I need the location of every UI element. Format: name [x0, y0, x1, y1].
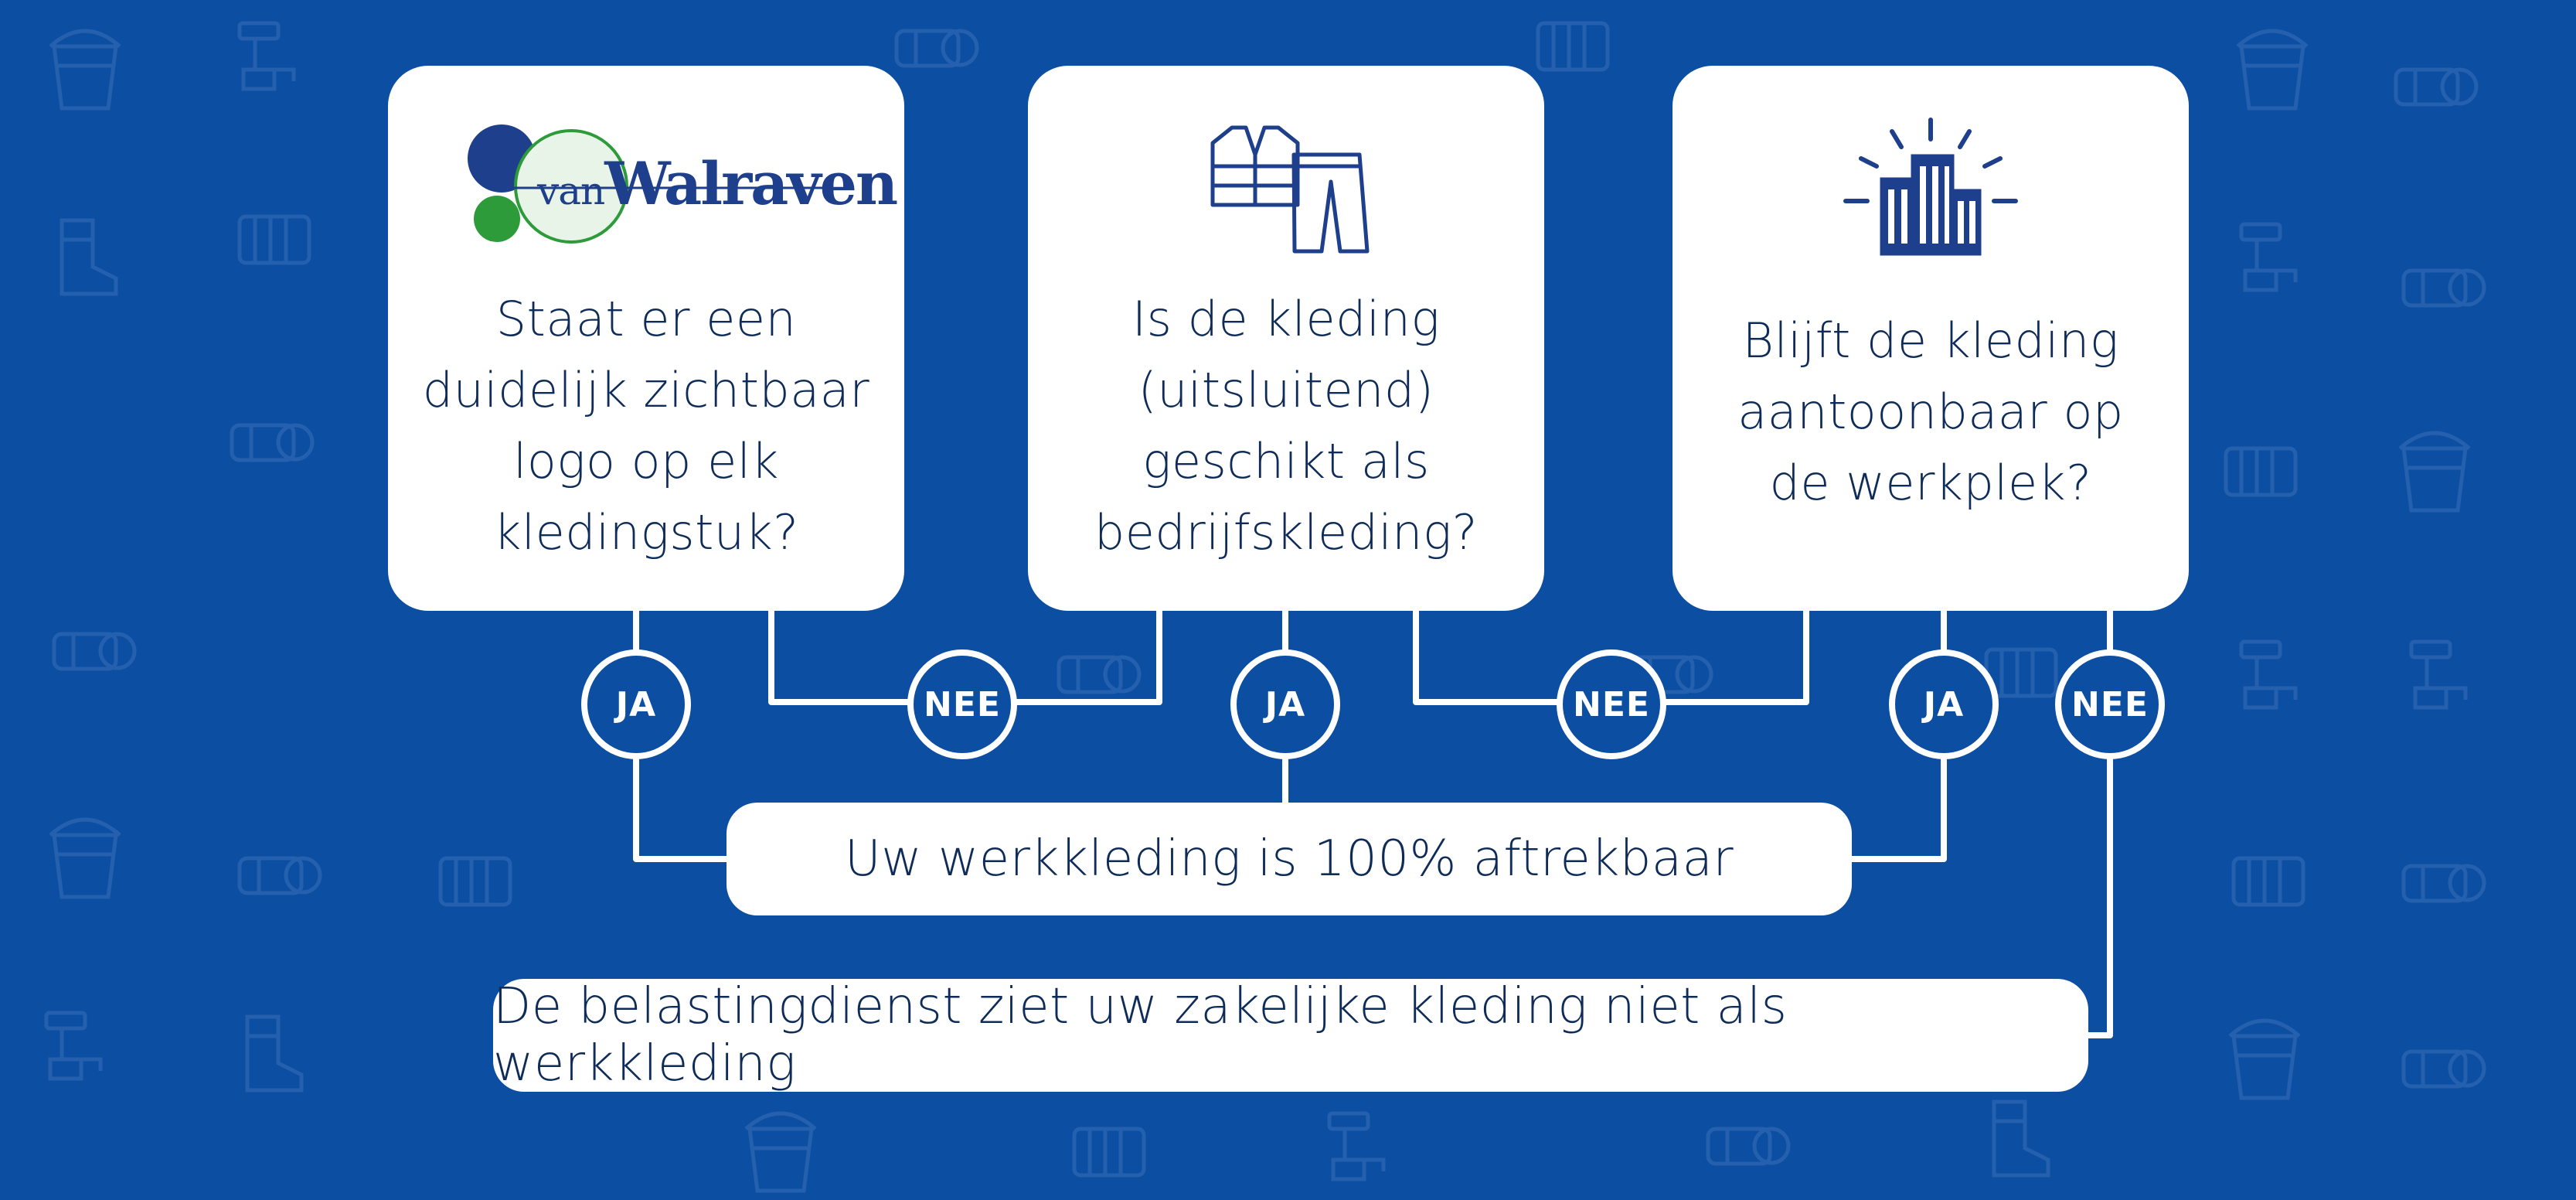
question-card-suitability: Is de kleding (uitsluitend) geschikt als…	[1028, 66, 1544, 611]
logo-text-small: van	[537, 169, 605, 213]
question-text: Is de kleding (uitsluitend) geschikt als…	[1094, 291, 1479, 561]
office-building-icon	[1838, 112, 2023, 267]
answer-badge-q1-yes: JA	[581, 649, 691, 759]
logo-text-large: Walraven	[604, 149, 898, 218]
question-text: Blijft de kleding aantoonbaar op de werk…	[1737, 312, 2124, 511]
result-not-workwear: De belastingdienst ziet uw zakelijke kle…	[493, 978, 2088, 1093]
question-card-logo: vanWalraven Staat er een duidelijk zicht…	[388, 66, 904, 611]
answer-badge-q3-yes: JA	[1889, 649, 1999, 759]
logo-wordmark: vanWalraven	[537, 149, 898, 218]
answer-badge-q2-yes: JA	[1230, 649, 1340, 759]
logo-circles-icon	[468, 124, 828, 244]
answer-badge-q3-no: NEE	[2055, 649, 2165, 759]
result-deductible: Uw werkkleding is 100% aftrekbaar	[727, 803, 1852, 915]
vest-icon	[1210, 125, 1300, 207]
workwear-clothing-icon	[1197, 112, 1375, 267]
question-text: Staat er een duidelijk zichtbaar logo op…	[422, 291, 870, 561]
question-card-workplace: Blijft de kleding aantoonbaar op de werk…	[1673, 66, 2189, 611]
answer-badge-q1-no: NEE	[907, 649, 1017, 759]
vanwalraven-logo: vanWalraven	[464, 112, 898, 267]
answer-badge-q2-no: NEE	[1557, 649, 1666, 759]
trousers-icon	[1291, 152, 1370, 254]
